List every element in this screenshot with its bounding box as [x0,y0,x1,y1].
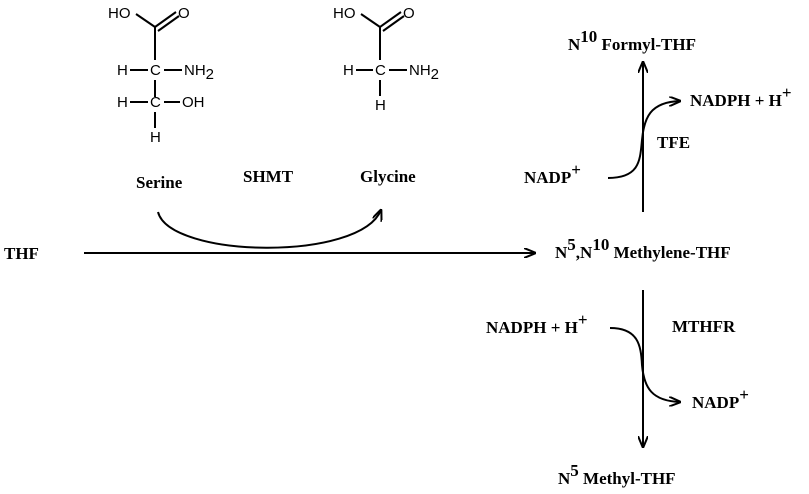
serine-ho-label: HO [108,5,131,22]
methyl-thf-label: N5 Methyl-THF [558,461,676,488]
serine-h2-label: H [117,94,128,111]
tfe-label: TFE [657,133,690,152]
glycine-c1-label: C [375,62,386,79]
serine-label: Serine [136,173,183,192]
glycine-label: Glycine [360,167,416,186]
serine-nh-label: NH2 [184,62,214,83]
glycine-bond-ho [360,13,381,28]
serine-structure: HO O H C NH2 H C OH H [108,5,214,146]
glycine-h2-label: H [375,97,386,114]
glycine-h1-label: H [343,62,354,79]
glycine-structure: HO O H C NH2 H [333,5,439,114]
glycine-o-label: O [403,5,415,22]
shmt-curved-arrow [157,210,381,249]
mthfr-label: MTHFR [672,317,736,336]
serine-c1-label: C [150,62,161,79]
serine-h3-label: H [150,129,161,146]
nadph-top-out-label: NADPH + H+ [690,83,792,110]
glycine-ho-label: HO [333,5,356,22]
nadph-bottom-in-label: NADPH + H+ [486,310,588,337]
glycine-nh-label: NH2 [409,62,439,83]
serine-bond-ho [135,13,156,28]
serine-h1-label: H [117,62,128,79]
serine-oh-label: OH [182,94,205,111]
methylene-thf-label: N5,N10 Methylene-THF [555,235,731,262]
nadp-bottom-out-label: NADP+ [692,385,749,412]
glycine-bond-co1 [379,11,402,28]
serine-o-label: O [178,5,190,22]
serine-bond-co2 [157,15,180,32]
thf-label: THF [4,244,39,263]
glycine-bond-co2 [382,15,405,32]
nadp-top-in-label: NADP+ [524,160,581,187]
formyl-thf-label: N10 Formyl-THF [568,27,696,54]
serine-c2-label: C [150,94,161,111]
shmt-label: SHMT [243,167,294,186]
tfe-cofactor-arrow [607,101,680,179]
serine-bond-co1 [154,11,177,28]
mthfr-cofactor-arrow [609,327,680,402]
